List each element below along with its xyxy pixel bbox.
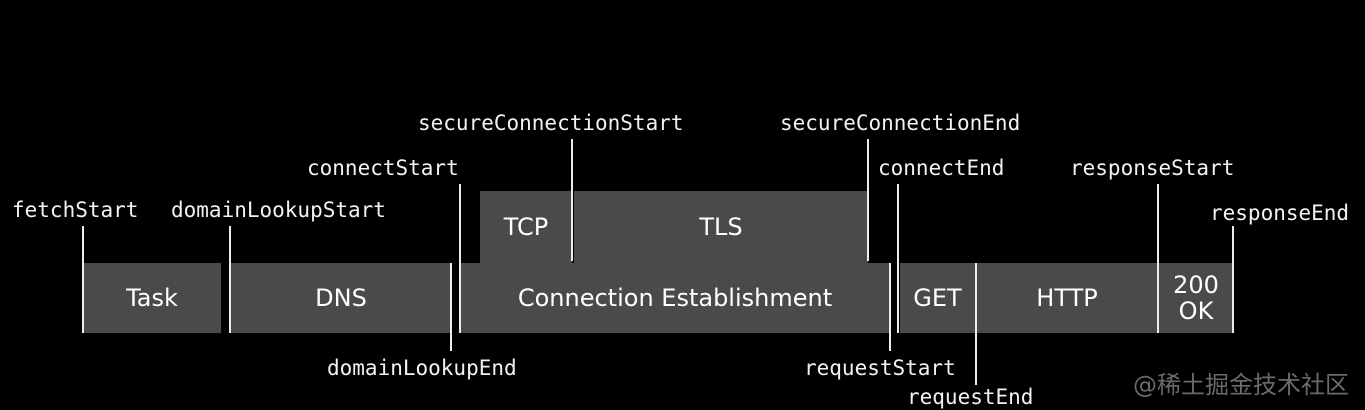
label-secure-connection-end: secureConnectionEnd [780,111,1021,135]
segment-connection-establishment: Connection Establishment [460,263,890,333]
tick-request-end [975,263,977,385]
label-connect-start: connectStart [307,156,459,180]
label-connect-end: connectEnd [878,156,1005,180]
segment-200-ok: 200 OK [1159,263,1233,333]
label-response-end: responseEnd [1210,201,1350,225]
segment-dns: DNS [231,263,451,333]
tick-secure-connection-start [571,139,573,261]
watermark: @稀土掘金技术社区 [1133,371,1349,399]
label-domain-lookup-end: domainLookupEnd [327,356,517,380]
segment-http: HTTP [977,263,1157,333]
segment-tcp: TCP [480,191,572,263]
tick-connect-end [897,184,899,333]
tick-secure-connection-end [867,139,869,261]
segment-tls: TLS [574,191,868,263]
label-response-start: responseStart [1070,156,1235,180]
tick-domain-lookup-end [450,263,452,351]
segment-get: GET [900,263,975,333]
label-request-end: requestEnd [907,385,1034,409]
tick-request-start [889,263,891,351]
tick-connect-start [459,184,461,333]
label-domain-lookup-start: domainLookupStart [171,198,386,222]
label-secure-connection-start: secureConnectionStart [418,111,684,135]
tick-domain-lookup-start [229,226,231,333]
tick-response-end [1232,226,1234,333]
segment-task: Task [83,263,221,333]
tick-fetch-start [82,226,84,333]
label-fetch-start: fetchStart [12,198,139,222]
tick-response-start [1157,184,1159,333]
label-request-start: requestStart [804,356,956,380]
